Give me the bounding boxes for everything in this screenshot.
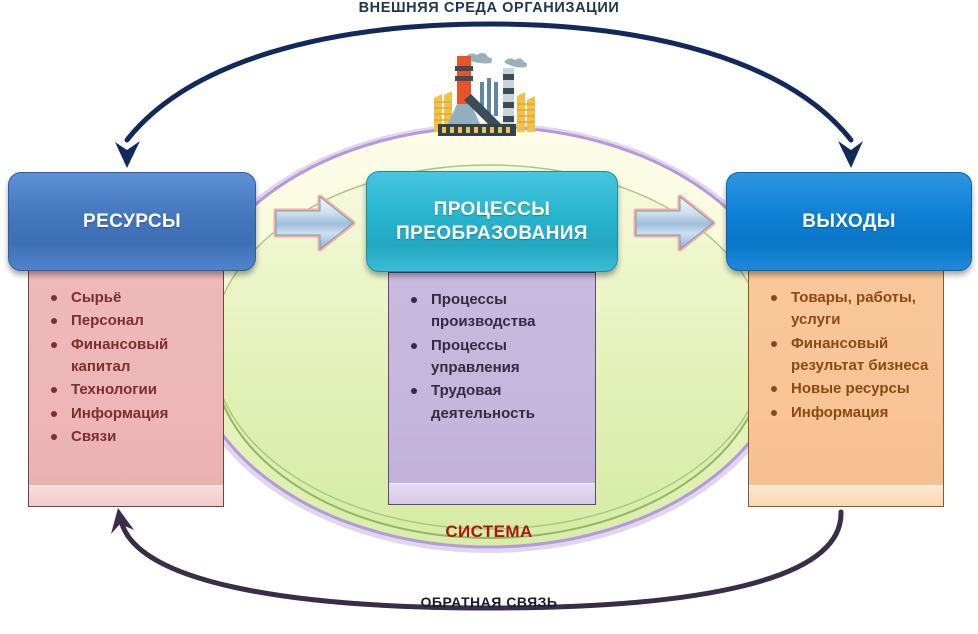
- environment-arrow-to-resources: [115, 21, 492, 168]
- panel-bevel: [389, 483, 595, 504]
- outputs-list: Товары, работы, услуги Финансовый резуль…: [757, 287, 935, 424]
- list-item: Технологии: [51, 379, 215, 401]
- external-environment-label: ВНЕШНЯЯ СРЕДА ОРГАНИЗАЦИИ: [358, 0, 620, 16]
- list-item: Финансовый капитал: [51, 334, 215, 379]
- list-item: Сырьё: [51, 287, 215, 309]
- list-item: Финансовый результат бизнеса: [771, 333, 935, 378]
- factory-icon: [434, 52, 535, 136]
- list-item: Процессы производства: [411, 289, 587, 334]
- flow-arrow-processes-to-outputs: [633, 194, 716, 252]
- list-item: Новые ресурсы: [771, 378, 935, 400]
- flow-arrow-resources-to-processes: [273, 194, 356, 252]
- list-item: Процессы управления: [411, 335, 587, 380]
- outputs-title: ВЫХОДЫ: [802, 210, 896, 232]
- system-label: СИСТЕМА: [445, 522, 533, 541]
- processes-header-box[interactable]: ПРОЦЕССЫ ПРЕОБРАЗОВАНИЯ: [366, 171, 618, 272]
- panel-bevel: [749, 485, 943, 506]
- list-item: Информация: [771, 402, 935, 424]
- resources-list: Сырьё Персонал Финансовый капитал Технол…: [37, 287, 215, 448]
- panel-bevel: [29, 485, 223, 506]
- list-item: Персонал: [51, 310, 215, 332]
- list-item: Трудовая деятельность: [411, 380, 587, 425]
- list-item: Информация: [51, 403, 215, 425]
- outputs-panel: Товары, работы, услуги Финансовый резуль…: [748, 270, 944, 507]
- resources-header-box[interactable]: РЕСУРСЫ: [8, 172, 256, 271]
- list-item: Связи: [51, 426, 215, 448]
- feedback-arrow: [111, 508, 844, 611]
- resources-title: РЕСУРСЫ: [83, 210, 181, 232]
- processes-title-line1: ПРОЦЕССЫ: [433, 199, 551, 221]
- feedback-label: ОБРАТНАЯ СВЯЗЬ: [420, 594, 558, 610]
- environment-arrow-to-outputs: [486, 21, 863, 168]
- processes-list: Процессы производства Процессы управлени…: [397, 289, 587, 425]
- processes-panel: Процессы производства Процессы управлени…: [388, 272, 596, 505]
- outputs-header-box[interactable]: ВЫХОДЫ: [726, 172, 972, 271]
- processes-title: ПРОЦЕССЫ ПРЕОБРАЗОВАНИЯ: [388, 198, 596, 244]
- processes-title-line2: ПРЕОБРАЗОВАНИЯ: [396, 222, 588, 244]
- list-item: Товары, работы, услуги: [771, 287, 935, 332]
